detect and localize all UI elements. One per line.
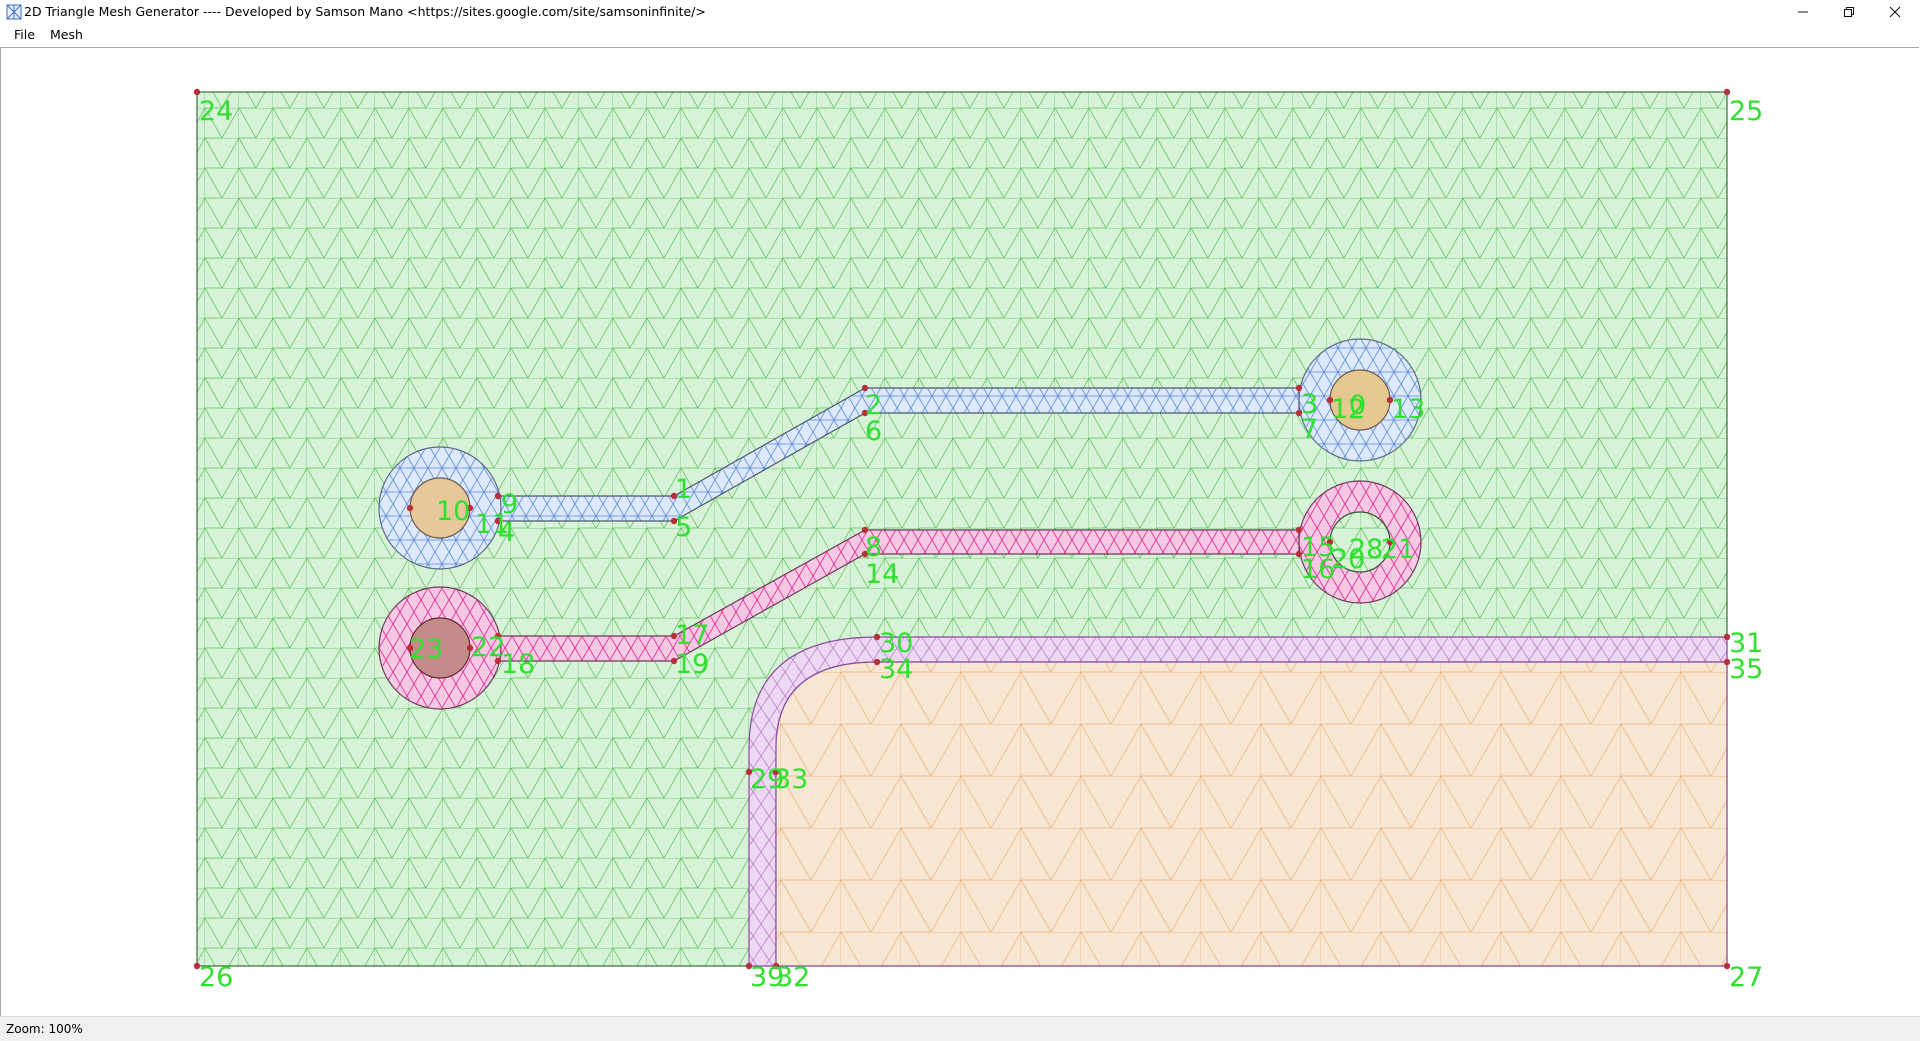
mesh-node[interactable] <box>494 492 502 500</box>
node-label-17: 17 <box>675 620 709 651</box>
node-label-3: 3 <box>1301 389 1318 420</box>
mesh-node[interactable] <box>1326 538 1334 546</box>
node-label-39: 39 <box>750 962 784 993</box>
mesh-node[interactable] <box>1723 88 1731 96</box>
mesh-node[interactable] <box>772 768 780 776</box>
orange-region <box>775 661 1728 967</box>
title-bar: 2D Triangle Mesh Generator ---- Develope… <box>0 0 1920 24</box>
node-label-18: 18 <box>501 649 535 680</box>
restore-icon[interactable] <box>1826 0 1872 24</box>
mesh-node[interactable] <box>193 962 201 970</box>
mesh-node[interactable] <box>1723 962 1731 970</box>
zoom-status: Zoom: 100% <box>6 1022 83 1036</box>
mesh-node[interactable] <box>861 550 869 558</box>
node-label-1: 1 <box>675 474 692 505</box>
menu-file[interactable]: File <box>14 27 35 42</box>
node-label-16: 16 <box>1301 554 1335 585</box>
node-layer <box>193 88 1731 970</box>
mesh-node[interactable] <box>873 658 881 666</box>
node-label-20: 20 <box>1331 544 1365 575</box>
window-title: 2D Triangle Mesh Generator ---- Develope… <box>24 4 706 19</box>
mesh-node[interactable] <box>466 504 474 512</box>
node-label-14: 14 <box>865 559 899 590</box>
node-label-24: 24 <box>199 96 233 127</box>
node-label-25: 25 <box>1729 96 1763 127</box>
mesh-node[interactable] <box>873 633 881 641</box>
node-label-4: 4 <box>498 517 515 548</box>
mesh-node[interactable] <box>406 504 414 512</box>
node-label-0: 0 <box>1349 390 1366 421</box>
mesh-node[interactable] <box>670 657 678 665</box>
mesh-node[interactable] <box>861 384 869 392</box>
mesh-node[interactable] <box>861 409 869 417</box>
node-label-7: 7 <box>1301 414 1318 445</box>
mesh-node[interactable] <box>772 962 780 970</box>
node-label-11: 11 <box>475 509 509 540</box>
mesh-app-icon <box>6 4 22 20</box>
mesh-node[interactable] <box>1295 526 1303 534</box>
node-label-6: 6 <box>865 416 882 447</box>
node-label-34: 34 <box>879 654 913 685</box>
minimize-icon[interactable] <box>1780 0 1826 24</box>
menu-bar: File Mesh <box>0 24 1920 46</box>
mesh-node[interactable] <box>1386 538 1394 546</box>
mesh-node[interactable] <box>670 492 678 500</box>
node-label-31: 31 <box>1729 628 1763 659</box>
mesh-node[interactable] <box>1295 550 1303 558</box>
node-label-32: 32 <box>776 962 810 993</box>
mesh-node[interactable] <box>745 768 753 776</box>
mesh-node[interactable] <box>1723 658 1731 666</box>
mesh-node[interactable] <box>670 517 678 525</box>
menu-mesh[interactable]: Mesh <box>50 27 83 42</box>
mesh-node[interactable] <box>494 632 502 640</box>
node-label-2: 2 <box>865 390 882 421</box>
node-label-27: 27 <box>1729 962 1763 993</box>
node-label-30: 30 <box>879 628 913 659</box>
mesh-node[interactable] <box>466 644 474 652</box>
node-label-21: 21 <box>1381 534 1415 565</box>
node-label-15: 15 <box>1301 532 1335 563</box>
node-label-35: 35 <box>1729 654 1763 685</box>
node-label-26: 26 <box>199 962 233 993</box>
node-label-33: 33 <box>774 764 808 795</box>
mesh-node[interactable] <box>745 962 753 970</box>
mesh-node[interactable] <box>670 632 678 640</box>
mesh-node[interactable] <box>494 657 502 665</box>
mesh-node[interactable] <box>1326 396 1334 404</box>
node-label-29: 29 <box>750 764 784 795</box>
mesh-node[interactable] <box>494 517 502 525</box>
node-label-23: 23 <box>409 634 443 665</box>
node-label-12: 12 <box>1331 394 1365 425</box>
node-label-8: 8 <box>865 532 882 563</box>
mesh-node[interactable] <box>1723 633 1731 641</box>
node-label-13: 13 <box>1391 394 1425 425</box>
close-icon[interactable] <box>1872 0 1918 24</box>
node-label-19: 19 <box>675 649 709 680</box>
status-bar: Zoom: 100% <box>0 1016 1920 1041</box>
mesh-node[interactable] <box>1295 384 1303 392</box>
node-label-9: 9 <box>501 489 518 520</box>
mesh-node[interactable] <box>1386 396 1394 404</box>
node-label-28: 28 <box>1349 534 1383 565</box>
node-label-10: 10 <box>436 496 470 527</box>
mesh-node[interactable] <box>861 526 869 534</box>
node-label-5: 5 <box>675 512 692 543</box>
mesh-node[interactable] <box>193 88 201 96</box>
node-label-22: 22 <box>471 632 505 663</box>
mesh-node[interactable] <box>1295 409 1303 417</box>
mesh-node[interactable] <box>406 644 414 652</box>
